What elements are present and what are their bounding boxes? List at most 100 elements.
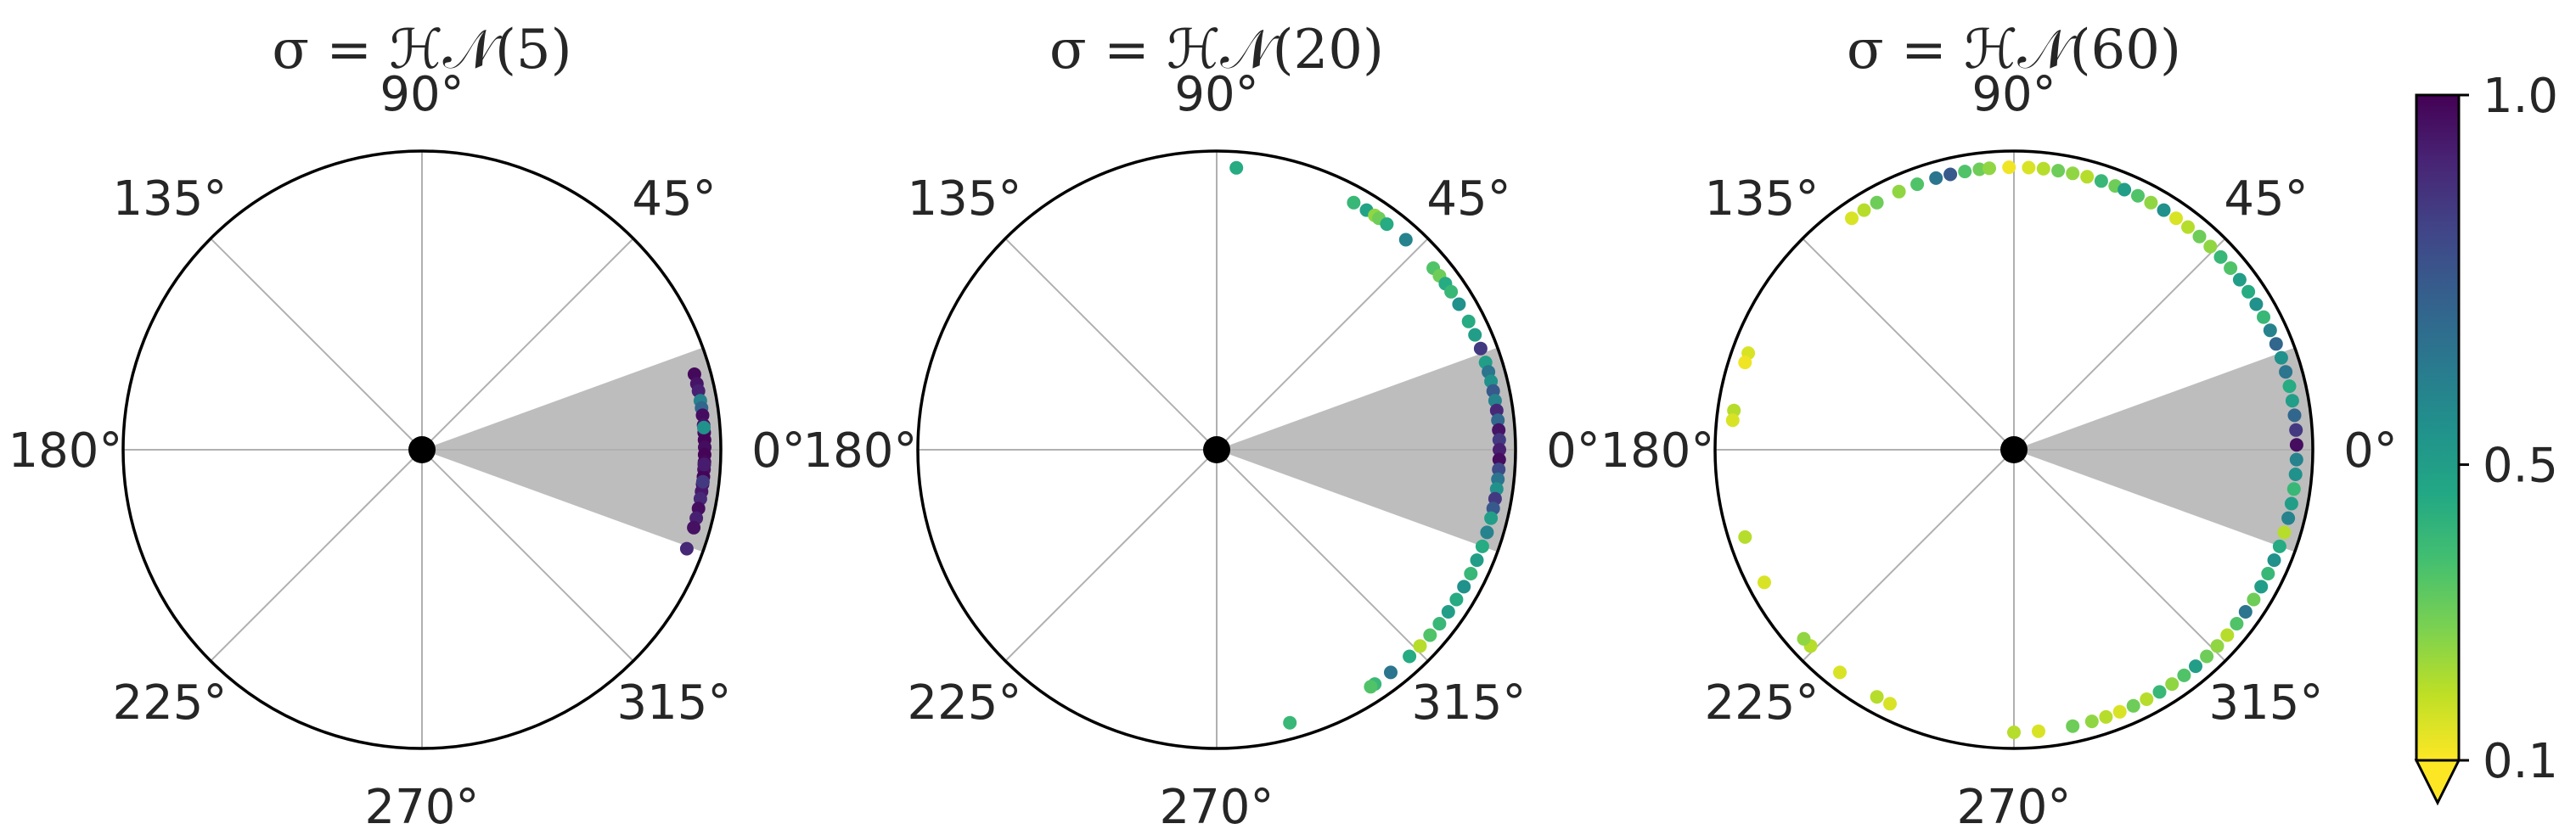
theta-tick-label: 0° xyxy=(751,423,806,479)
data-point xyxy=(2051,164,2066,178)
polar-frame xyxy=(1713,149,2314,750)
data-point xyxy=(2210,639,2224,653)
data-point xyxy=(2289,452,2303,467)
data-point xyxy=(1883,697,1897,711)
data-point xyxy=(695,408,710,423)
theta-tick-label: 315° xyxy=(1412,675,1527,731)
data-point xyxy=(2285,394,2299,408)
data-point xyxy=(2140,692,2154,706)
data-point xyxy=(1480,525,1494,540)
data-point xyxy=(1892,184,1906,199)
data-point xyxy=(2066,166,2080,181)
data-point xyxy=(2230,617,2244,630)
grid-line xyxy=(1004,238,1218,451)
colorbar-gradient xyxy=(2415,93,2461,762)
data-point xyxy=(2289,438,2303,452)
data-point xyxy=(687,520,701,535)
theta-tick-label: 180° xyxy=(803,423,918,479)
data-point xyxy=(2238,605,2253,619)
data-point xyxy=(2241,284,2256,299)
data-point xyxy=(2118,182,2132,197)
theta-tick-label: 45° xyxy=(1426,171,1510,227)
data-point xyxy=(2254,580,2269,594)
polar-frame xyxy=(121,149,723,750)
polar-panel-1: 0°45°90°135°180°225°270°315°σ = ℋ𝒩(5) xyxy=(8,19,806,835)
data-point xyxy=(2099,709,2113,724)
panel-title: σ = ℋ𝒩(20) xyxy=(1049,19,1384,81)
center-marker xyxy=(1203,436,1230,463)
data-point xyxy=(2277,525,2292,540)
polar-panel-3: 0°45°90°135°180°225°270°315°σ = ℋ𝒩(60) xyxy=(1600,19,2398,835)
grid-line xyxy=(421,238,634,451)
data-point xyxy=(2200,649,2214,664)
data-point xyxy=(1797,631,1811,646)
data-point xyxy=(2247,592,2261,607)
colorbar-extend-min xyxy=(2414,759,2461,806)
colorbar: 1.00.50.1 xyxy=(2414,69,2558,806)
data-point xyxy=(1725,413,1740,428)
data-point xyxy=(1738,530,1752,544)
data-point xyxy=(1958,165,1972,179)
grid-line xyxy=(1216,238,1429,451)
data-point xyxy=(2213,249,2228,264)
theta-tick-label: 180° xyxy=(8,423,123,479)
data-point xyxy=(2263,323,2277,338)
theta-tick-label: 225° xyxy=(113,675,228,731)
data-point xyxy=(695,474,710,489)
colorbar-tick-label: 0.5 xyxy=(2483,439,2558,494)
data-point xyxy=(2220,628,2235,642)
data-point xyxy=(2189,659,2202,674)
panel-title: σ = ℋ𝒩(5) xyxy=(272,19,571,81)
data-point xyxy=(2152,685,2167,699)
data-point xyxy=(1464,567,1478,580)
data-point xyxy=(1229,160,1244,175)
data-point xyxy=(1452,297,1466,311)
data-point xyxy=(1484,511,1499,525)
data-point xyxy=(1403,649,1417,664)
theta-tick-label: 270° xyxy=(1160,780,1274,835)
theta-tick-label: 180° xyxy=(1600,423,1715,479)
data-point xyxy=(2112,704,2127,719)
data-point xyxy=(697,420,711,434)
data-point xyxy=(2157,203,2171,217)
theta-tick-label: 270° xyxy=(365,780,480,835)
colorbar-tick-label: 1.0 xyxy=(2483,69,2558,124)
data-point xyxy=(1833,665,1847,680)
data-point xyxy=(2007,726,2021,739)
data-point xyxy=(2249,297,2264,311)
data-point xyxy=(2288,468,2303,481)
data-point xyxy=(1475,539,1489,553)
data-point xyxy=(2080,170,2095,184)
data-point xyxy=(2181,220,2195,234)
data-point xyxy=(2165,677,2179,692)
data-point xyxy=(1910,177,1925,192)
center-marker xyxy=(2000,436,2028,463)
data-point xyxy=(2002,160,2016,175)
grid-line xyxy=(2013,449,2226,662)
data-point xyxy=(1457,580,1471,594)
data-point xyxy=(1283,715,1297,730)
data-point xyxy=(1845,211,1859,226)
data-point xyxy=(1493,443,1506,457)
data-point xyxy=(1423,628,1437,642)
data-point xyxy=(2261,567,2275,580)
theta-tick-label: 0° xyxy=(2343,423,2398,479)
data-point xyxy=(1461,314,1476,328)
data-point xyxy=(1468,328,1482,342)
theta-tick-label: 90° xyxy=(1971,67,2056,122)
grid-line xyxy=(421,449,634,662)
polar-panels: 0° 45° 90° 135° 180° 225° 270° 315° σ = ℋ𝒩(5) 0°4… xyxy=(8,19,2398,835)
data-point xyxy=(2272,539,2286,553)
data-point xyxy=(1413,639,1427,653)
data-point xyxy=(2036,161,2050,176)
data-point xyxy=(1738,356,1752,370)
data-point xyxy=(2257,310,2270,324)
theta-tick-label: 135° xyxy=(113,171,228,227)
data-point xyxy=(1943,167,1958,182)
data-point xyxy=(1492,433,1506,447)
data-point xyxy=(2232,272,2247,287)
data-point xyxy=(1444,284,1459,299)
data-point xyxy=(1364,680,1378,694)
data-point xyxy=(1449,592,1464,607)
